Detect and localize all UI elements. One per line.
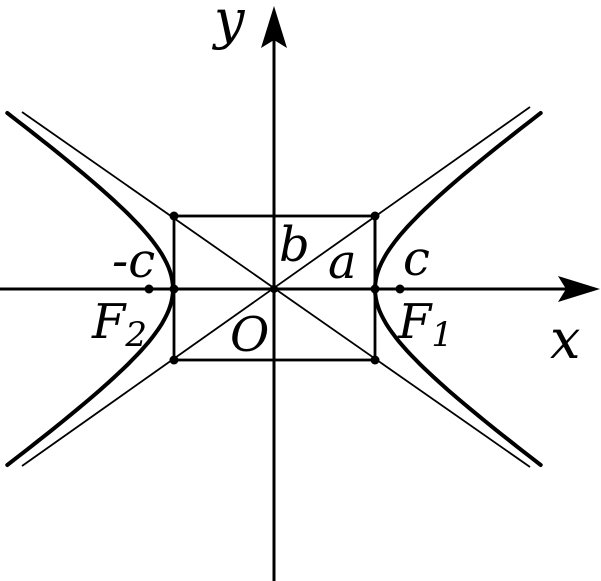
rect-corner-top-right-point (370, 211, 380, 221)
semi-major-label: a (328, 234, 357, 290)
semi-minor-label: b (279, 217, 310, 273)
vertex-left-point (169, 284, 179, 294)
vertex-right-point (370, 284, 380, 294)
x-axis-label: x (550, 308, 580, 371)
focus-left-subscript: 2 (124, 315, 147, 355)
focus-left-label: F2 (91, 294, 147, 355)
rect-corner-bottom-right-point (370, 355, 380, 365)
focus-right-letter: F (397, 294, 433, 350)
focus-right-label: F1 (397, 294, 453, 355)
x-axis-arrowhead (558, 276, 600, 302)
focus-right-point (395, 284, 405, 294)
y-axis-arrowhead (261, 6, 287, 48)
focus-left-letter: F (91, 294, 127, 350)
origin-point (270, 285, 278, 293)
origin-label: O (230, 307, 269, 363)
focus-right-subscript: 1 (431, 315, 453, 355)
y-axis-label: y (212, 0, 246, 51)
focus-left-point (144, 284, 154, 294)
positive-c-label: c (403, 231, 430, 287)
rect-corner-bottom-left-point (169, 355, 179, 365)
negative-c-label: -c (112, 233, 155, 289)
rect-corner-top-left-point (169, 211, 179, 221)
